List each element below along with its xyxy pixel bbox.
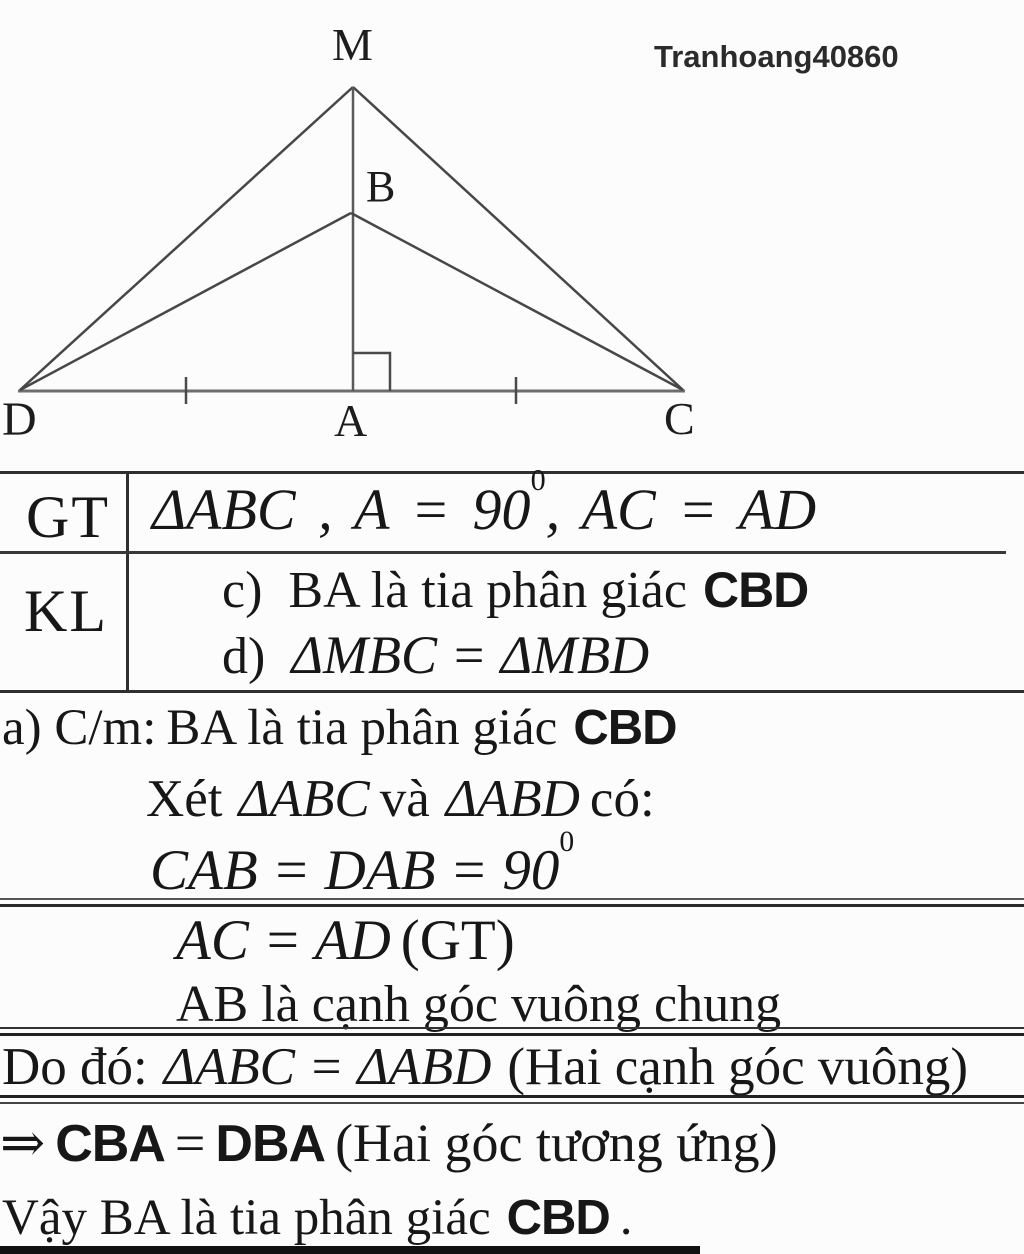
proof-heading-prefix: a) C/m: — [2, 700, 157, 756]
consider-triangle-1: ΔABC — [238, 770, 370, 828]
right-angle-mark — [353, 351, 392, 391]
table-top-border — [0, 471, 1024, 474]
consider-triangle-2: ΔABD — [445, 770, 580, 828]
point-label-d: D — [2, 393, 37, 446]
table-bottom-border — [0, 690, 1024, 693]
gt-statement-math: ΔABC , A = 90 — [152, 477, 531, 542]
watermark-text: Tranhoang40860 — [654, 39, 899, 74]
kl-item-d-math: ΔMBC = ΔMBD — [291, 625, 650, 685]
gt-statement: ΔABC , A = 900, AC = AD — [152, 463, 817, 542]
bottom-partial-border — [0, 1246, 700, 1254]
point-label-a: A — [334, 395, 368, 446]
kl-item-d: d) ΔMBC = ΔMBD — [222, 625, 650, 685]
divider-line-2 — [0, 1027, 1024, 1036]
gt-degree-sup: 0 — [530, 462, 546, 497]
proof-final-line: Vậy BA là tia phân giác CBD. — [2, 1190, 633, 1246]
implication-angle-2: DBA — [215, 1115, 326, 1173]
conclusion-pre: Do đó: — [2, 1038, 148, 1096]
point-label-b: B — [366, 162, 396, 211]
proof-heading: a) C/m:BA là tia phân giác CBD — [2, 700, 677, 756]
implication-angle-1: CBA — [55, 1115, 166, 1173]
implies-arrow: ⇒ — [0, 1113, 46, 1173]
kl-item-c-angle: CBD — [702, 562, 809, 618]
point-label-m: M — [332, 19, 373, 70]
angles-equal-sup: 0 — [559, 825, 575, 858]
proof-implication-line: ⇒CBA=DBA(Hai góc tương ứng) — [0, 1113, 778, 1173]
sides-equal-note: (GT) — [400, 909, 515, 972]
conclusion-math: ΔABC = ΔABD — [163, 1038, 492, 1096]
sides-equal-math: AC = AD — [176, 909, 391, 972]
proof-sides-equal-line: AC = AD(GT) — [176, 909, 515, 973]
segment-dm — [19, 86, 354, 391]
consider-pre: Xét — [146, 770, 223, 828]
final-pre: Vậy BA là tia phân giác — [2, 1190, 491, 1246]
kl-label: KL — [24, 578, 108, 644]
gt-statement-math-tail: , AC = AD — [545, 477, 817, 542]
proof-common-side-line: AB là cạnh góc vuông chung — [176, 976, 782, 1033]
angles-equal-math: CAB = DAB = 90 — [150, 839, 560, 902]
kl-item-c-marker: c) — [222, 562, 263, 619]
divider-line-1 — [0, 898, 1024, 907]
divider-line-3 — [0, 1095, 1024, 1104]
geometry-diagram — [18, 86, 685, 404]
segment-mc — [352, 86, 684, 391]
proof-heading-text: BA là tia phân giác — [166, 700, 558, 756]
implication-note: (Hai góc tương ứng) — [335, 1113, 778, 1173]
gt-label: GT — [26, 484, 110, 550]
proof-heading-angle: CBD — [573, 701, 677, 755]
table-row-divider — [0, 551, 1006, 554]
consider-post: có: — [589, 770, 655, 828]
table-vertical-divider — [126, 471, 129, 693]
point-label-c: C — [664, 393, 695, 444]
conclusion-note: (Hai cạnh góc vuông) — [507, 1038, 969, 1096]
kl-item-c: c) BA là tia phân giác CBD — [222, 562, 809, 619]
implication-equals: = — [174, 1113, 206, 1173]
kl-item-c-text: BA là tia phân giác — [288, 562, 687, 619]
kl-item-d-marker: d) — [222, 628, 266, 685]
segment-db — [19, 211, 352, 392]
proof-conclusion-line: Do đó: ΔABC = ΔABD (Hai cạnh góc vuông) — [2, 1038, 968, 1096]
final-period: . — [619, 1190, 633, 1246]
segment-bc — [350, 211, 684, 392]
consider-mid: và — [379, 770, 430, 828]
proof-angles-equal-line: CAB = DAB = 900 — [150, 826, 574, 903]
final-angle: CBD — [506, 1191, 611, 1245]
